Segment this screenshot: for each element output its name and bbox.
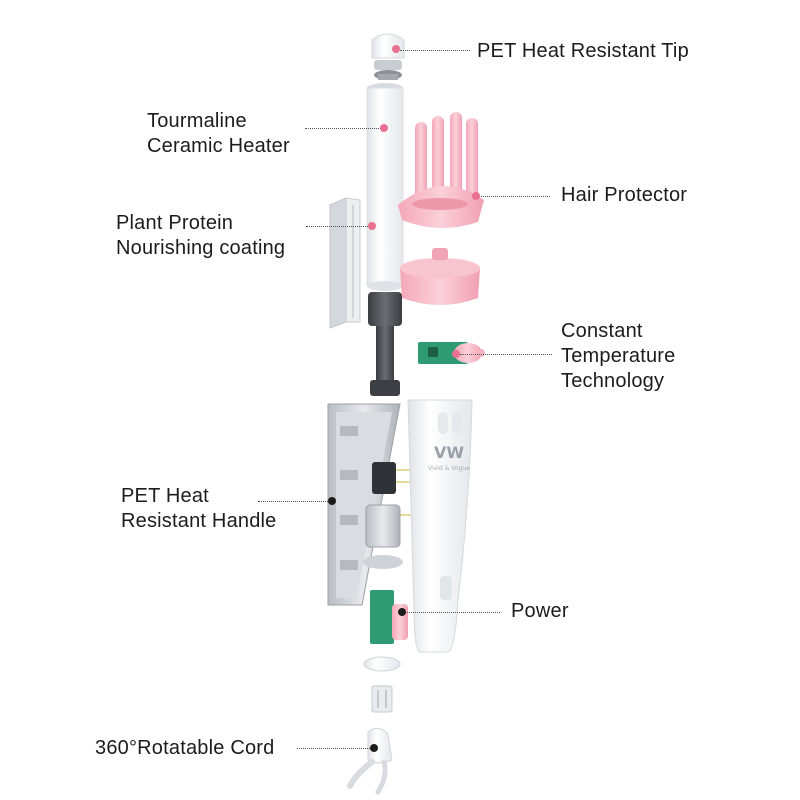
label-cord: 360°Rotatable Cord [95,737,275,759]
marker-dot-plant-protein [368,222,376,230]
label-hair-protector: Hair Protector [561,184,688,206]
marker-dot-hair-protector [472,192,480,200]
brand-logo-mark: VW [434,443,464,462]
pet-tip-part [371,33,405,80]
marker-dot-power [398,608,406,616]
leader-line-cord [297,748,374,749]
motor-shaft-part [368,292,402,396]
marker-dot-cord [370,744,378,752]
label-pet-tip: PET Heat Resistant Tip [477,40,689,62]
white-handle-part: VW Vivid & Vogue [407,399,473,653]
power-pcb-part [370,590,408,644]
leader-line-hair-protector [478,196,550,197]
label-pet-handle: PET Heat Resistant Handle [121,485,277,532]
hair-protector-part [398,112,484,229]
brand-logo-text: Vivid & Vogue [428,465,470,472]
leader-line-pet-tip [400,50,470,51]
leader-line-pet-handle [258,501,330,502]
ceramic-heater-part [366,83,404,291]
leader-line-constant-temp [460,354,552,355]
leader-line-power [404,612,500,613]
leader-line-tourmaline [305,128,383,129]
marker-dot-tourmaline [380,124,388,132]
label-plant-protein: Plant Protein Nourishing coating [116,212,286,259]
temperature-pcb-part [418,342,485,364]
motor-part [363,462,414,569]
leader-line-plant-protein [306,226,372,227]
label-tourmaline: Tourmaline Ceramic Heater [147,110,290,157]
label-power: Power [511,600,569,622]
rotatable-cord-part [347,728,393,795]
coating-plate-part [329,197,361,329]
marker-dot-pet-tip [392,45,400,53]
marker-dot-pet-handle [328,497,336,505]
rotating-cap-part [400,248,480,305]
label-constant-temp: Constant Temperature Technology [561,320,676,392]
cord-connector-part [363,656,401,713]
marker-dot-constant-temp [452,350,460,358]
